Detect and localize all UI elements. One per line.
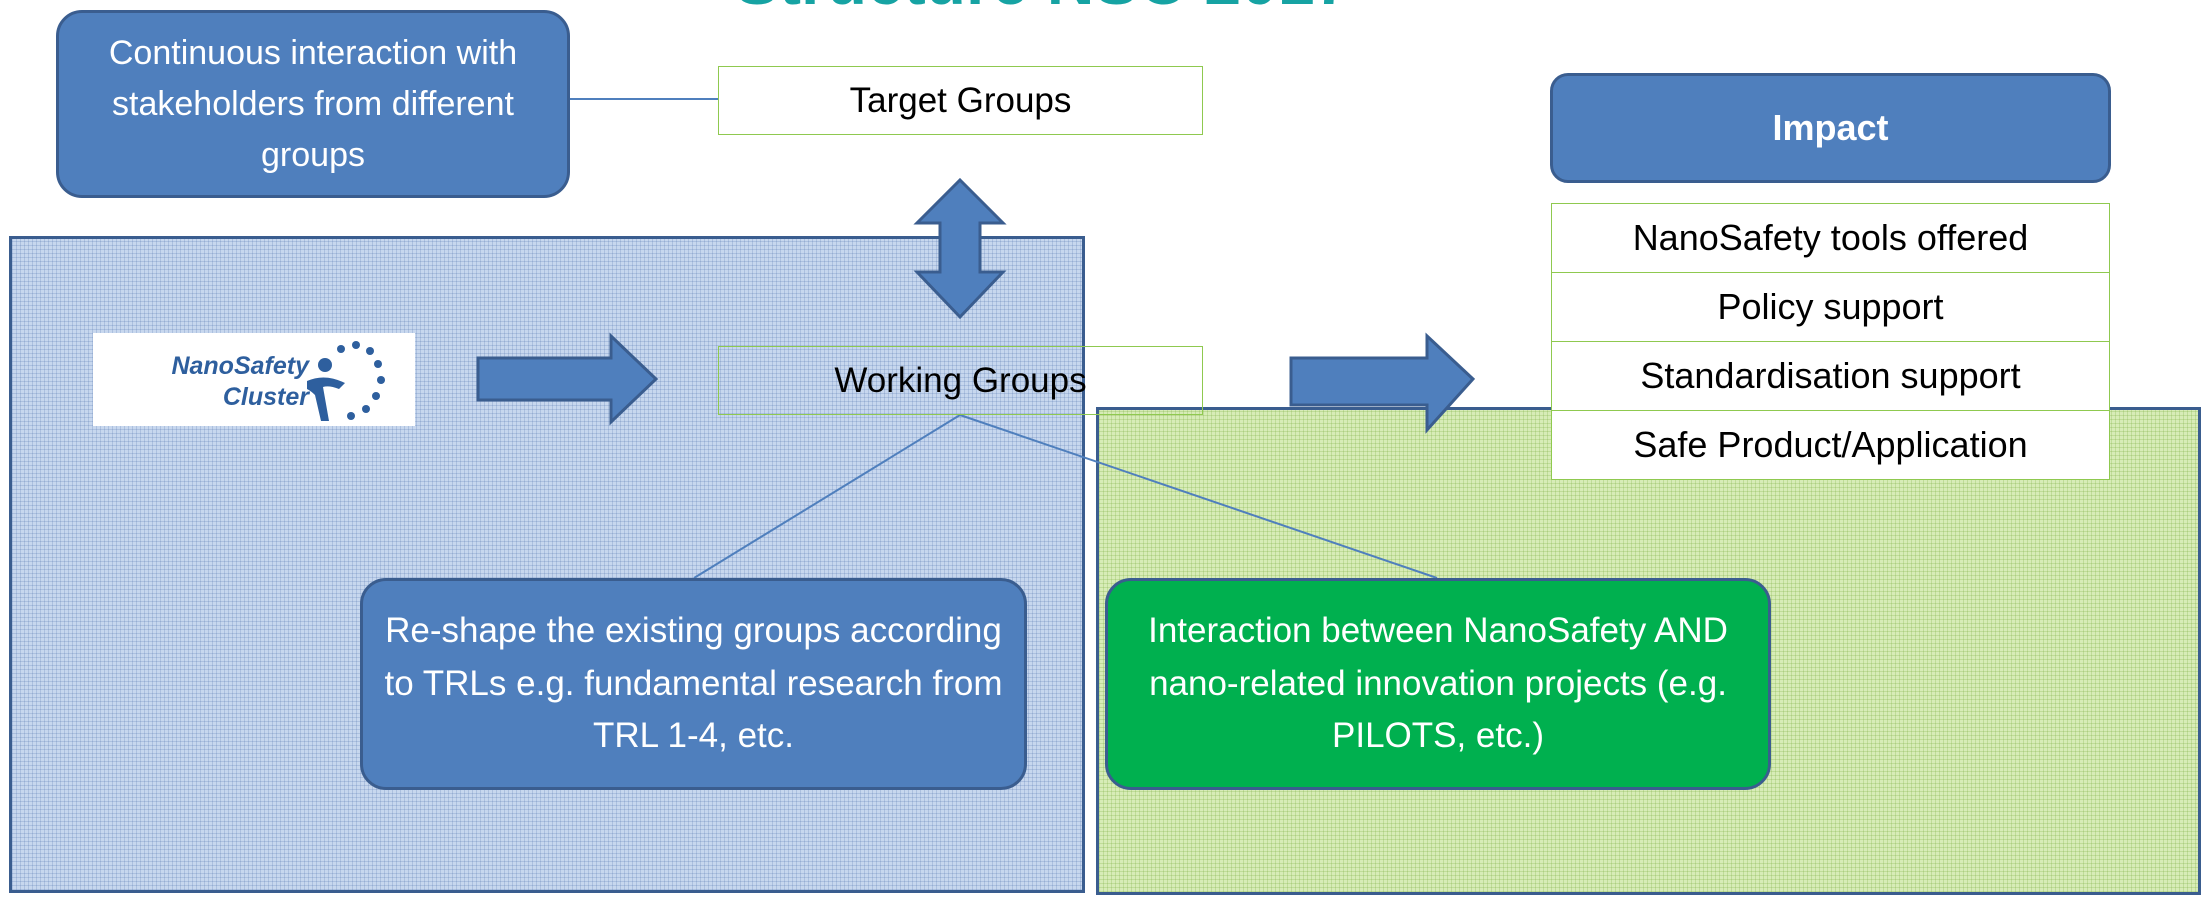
logo-figure-icon bbox=[307, 341, 385, 421]
target-groups-box: Target Groups bbox=[718, 66, 1203, 135]
reshape-groups-box: Re-shape the existing groups according t… bbox=[360, 578, 1027, 790]
nanosafety-cluster-logo: NanoSafety Cluster bbox=[93, 333, 415, 426]
impact-header: Impact bbox=[1550, 73, 2111, 183]
impact-arrow-icon bbox=[1289, 332, 1476, 434]
impact-item: NanoSafety tools offered bbox=[1551, 203, 2110, 273]
impact-item: Policy support bbox=[1551, 273, 2110, 342]
stakeholders-box: Continuous interaction with stakeholders… bbox=[56, 10, 570, 198]
page-title: Structure NSC 2017+ bbox=[735, 0, 1390, 14]
connector-working-interaction bbox=[959, 414, 1438, 579]
impact-list: NanoSafety tools offered Policy support … bbox=[1551, 203, 2110, 480]
connector-working-reshape bbox=[693, 414, 961, 579]
working-groups-box: Working Groups bbox=[718, 346, 1203, 415]
double-arrow-icon bbox=[913, 177, 1007, 320]
innovation-interaction-box: Interaction between NanoSafety AND nano-… bbox=[1105, 578, 1771, 790]
logo-line-2: Cluster bbox=[222, 383, 309, 411]
impact-item: Standardisation support bbox=[1551, 342, 2110, 411]
impact-item: Safe Product/Application bbox=[1551, 411, 2110, 480]
logo-line-1: NanoSafety bbox=[171, 352, 309, 380]
logo-wordmark: NanoSafety Cluster bbox=[109, 351, 309, 413]
right-arrow-icon bbox=[476, 332, 659, 426]
